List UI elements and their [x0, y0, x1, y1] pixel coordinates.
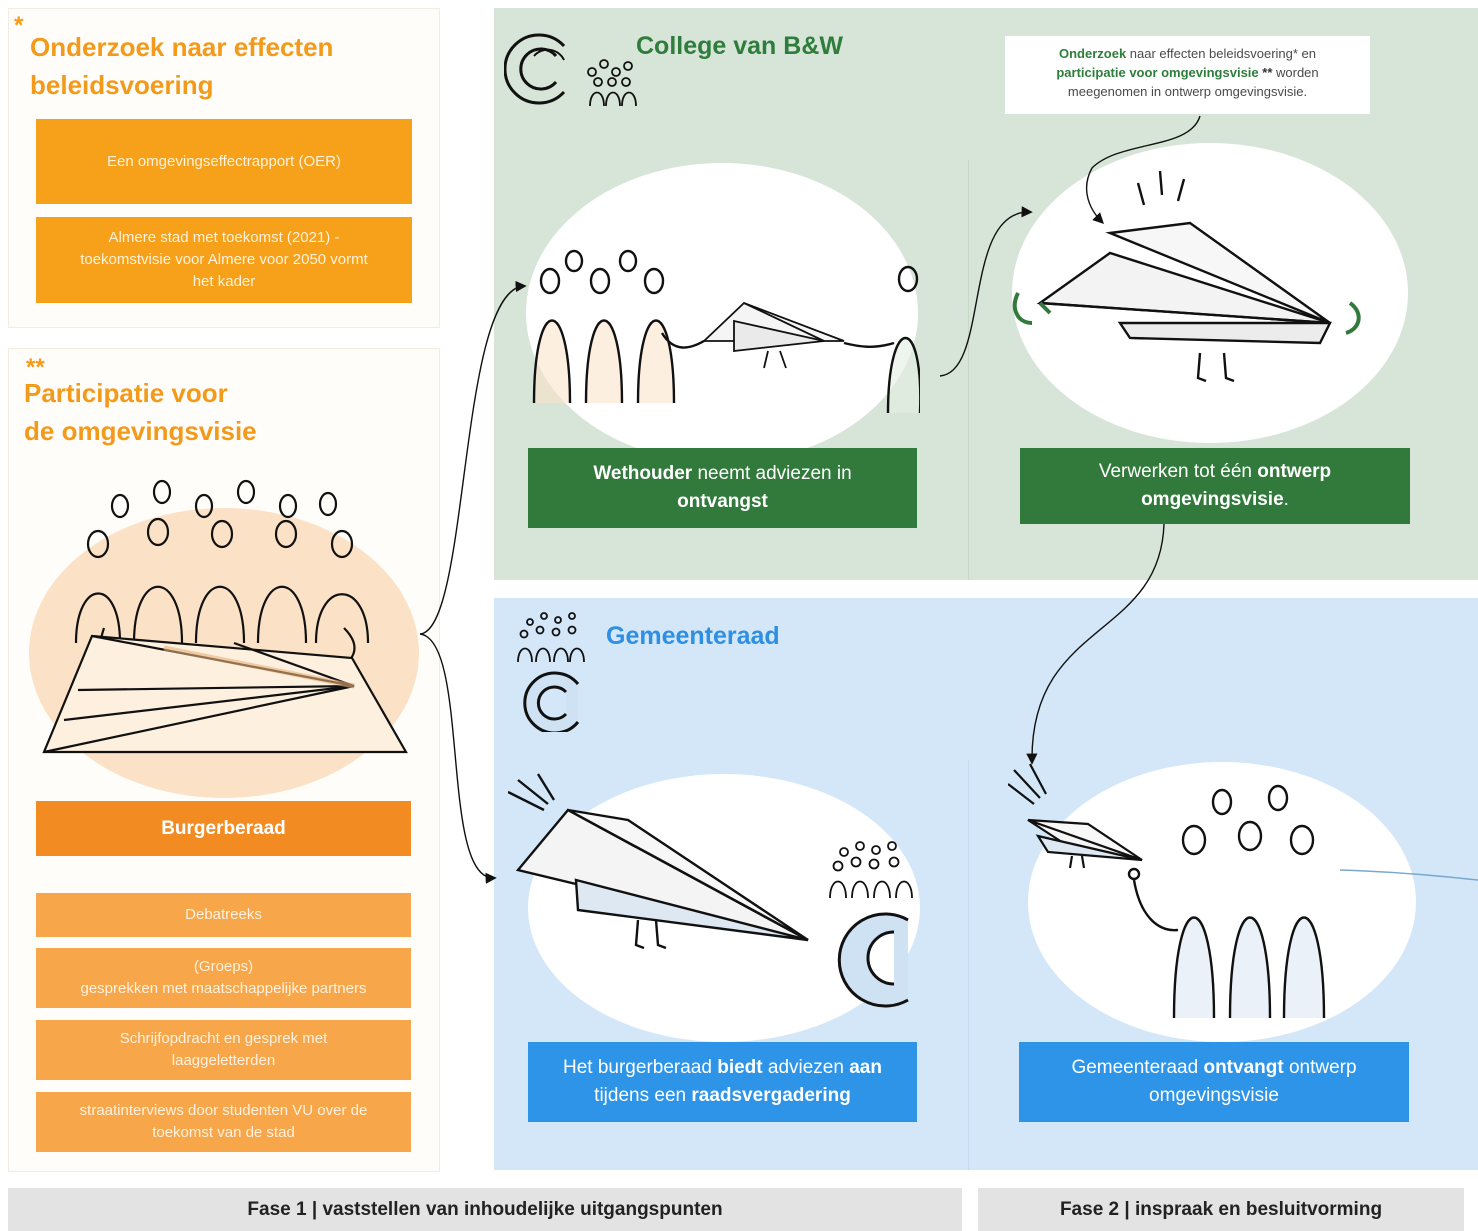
- arrow-to-council-advice: [419, 633, 497, 884]
- offer-advice-box: Het burgerberaad biedt adviezen aan tijd…: [528, 1042, 917, 1122]
- single-star-marker: *: [14, 12, 24, 39]
- paper-plane-icon: [508, 773, 809, 950]
- debatreeks-box: Debatreeks: [36, 893, 411, 937]
- council-logo-icon: [517, 612, 585, 732]
- rotation-arrow-left-icon: [1012, 292, 1033, 325]
- phase-2-bar: Fase 2 | inspraak en besluitvorming: [978, 1188, 1464, 1231]
- offer-advice-illustration: [508, 773, 920, 1042]
- college-divider: [968, 160, 969, 580]
- draft-vision-illustration: [1012, 143, 1408, 443]
- arrow-to-draft: [939, 206, 1033, 377]
- council-receives-illustration: [1008, 762, 1416, 1042]
- handshake-icon: [701, 301, 845, 369]
- arrow-draft-to-council: [1026, 523, 1165, 765]
- people-group-icon: [1127, 784, 1326, 1019]
- phase-1-bar: Fase 1 | vaststellen van inhoudelijke ui…: [8, 1188, 962, 1231]
- effects-research-title: Onderzoek naar effecten beleidsvoering: [30, 32, 334, 100]
- people-group-icon: [532, 249, 920, 414]
- almere-vision-box: Almere stad met toekomst (2021) - toekom…: [36, 217, 412, 303]
- college-title: College van B&W: [636, 32, 843, 60]
- citizens-table-illustration: [29, 479, 419, 798]
- people-group-icon: [517, 612, 585, 663]
- street-interviews-box: straatinterviews door studenten VU over …: [36, 1092, 411, 1152]
- oer-box: Een omgevingseffectrapport (OER): [36, 119, 412, 204]
- gemeenteraad-divider: [968, 760, 969, 1170]
- double-star-marker: **: [26, 354, 45, 381]
- paper-plane-icon: [1036, 170, 1332, 383]
- writing-assignment-box: Schrijfopdracht en gesprek met laaggelet…: [36, 1020, 411, 1080]
- people-group-icon: [829, 841, 913, 899]
- almere-logo-icon: [837, 912, 909, 1008]
- group-conversations-box: (Groeps) gesprekken met maatschappelijke…: [36, 948, 411, 1008]
- paper-plane-icon: [1008, 763, 1143, 869]
- participation-title: Participatie voor de omgevingsvisie: [24, 378, 257, 446]
- arrow-to-alderman: [419, 280, 527, 635]
- burgerberaad-box: Burgerberaad: [36, 801, 411, 856]
- almere-logo-icon: [504, 33, 637, 107]
- paper-plane-table-icon: [42, 634, 408, 754]
- gemeenteraad-title: Gemeenteraad: [606, 622, 780, 650]
- rotation-arrow-right-icon: [1345, 301, 1361, 335]
- draft-vision-box: Verwerken tot één ontwerp omgevingsvisie…: [1020, 448, 1410, 524]
- alderman-handshake-illustration: [526, 163, 920, 463]
- arrow-note-to-draft: [1085, 115, 1201, 224]
- alderman-receives-box: Wethouder neemt adviezen in ontvangst: [528, 448, 917, 528]
- people-group-icon: [587, 59, 637, 107]
- integration-note: Onderzoek naar effecten beleidsvoering* …: [1005, 36, 1370, 114]
- arrow-council-out: [1339, 869, 1478, 881]
- council-receives-box: Gemeenteraad ontvangt ontwerp omgevingsv…: [1019, 1042, 1409, 1122]
